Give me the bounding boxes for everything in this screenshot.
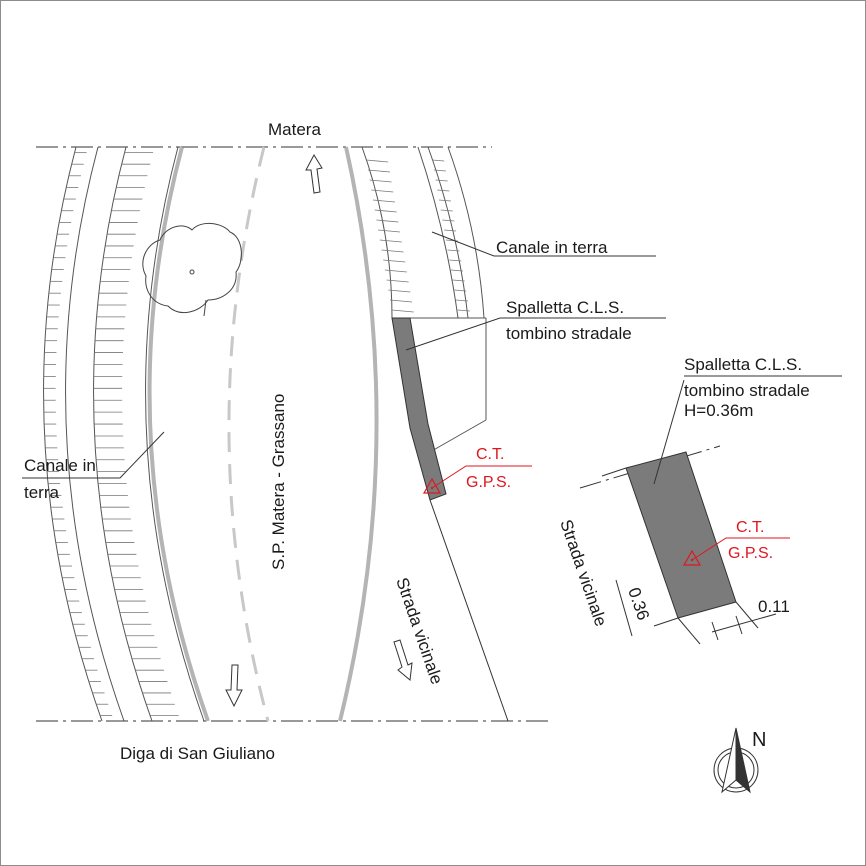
detail-gps-leader <box>691 537 790 561</box>
canal-hatch-tick <box>449 259 462 262</box>
right-canal-edge <box>417 146 459 319</box>
dim-extension <box>735 601 759 629</box>
dim-line-length <box>615 579 633 637</box>
canal-hatch-tick <box>367 169 390 173</box>
road-centerline <box>227 146 270 722</box>
canal-hatch-tick <box>437 189 450 192</box>
right-canal <box>361 146 487 453</box>
dim-extension <box>653 617 679 627</box>
gps-leader <box>431 465 532 489</box>
canal-hatch-tick <box>376 219 399 223</box>
right-canal-edge <box>361 146 393 319</box>
detail-height-label: H=0.36m <box>684 401 753 420</box>
left-canal-edge <box>93 146 153 722</box>
canal-hatch-tick <box>372 199 396 203</box>
gps-label-line2: G.P.S. <box>466 474 511 491</box>
detail-gps-label-line1: C.T. <box>736 519 764 536</box>
dim-line-width <box>711 613 777 633</box>
tree-canopy <box>142 223 242 314</box>
canal-hatch-tick <box>455 299 469 302</box>
canal-label-right: Canale in terra <box>496 238 608 257</box>
canal-label-left-line1: Canale in <box>24 456 96 475</box>
leader-wall <box>405 317 666 351</box>
wall-label-line1: Spalletta C.L.S. <box>506 298 624 317</box>
canal-hatch-tick <box>378 229 401 233</box>
canal-hatch-tick <box>391 309 414 313</box>
detail-wall-label-line2: tombino stradale <box>684 381 810 400</box>
left-canal-hatching <box>43 152 113 716</box>
dim-extension <box>601 467 627 477</box>
traffic-arrows <box>225 153 413 708</box>
north-label: N <box>752 729 766 751</box>
gps-label-line1: C.T. <box>476 446 504 463</box>
detail-dimension-lines <box>601 467 777 645</box>
canal-hatch-tick <box>386 279 409 283</box>
detail-wall-label-line1: Spalletta C.L.S. <box>684 355 802 374</box>
direction-label-top: Matera <box>268 120 321 139</box>
canal-hatch-tick <box>452 279 465 282</box>
detail-wall-leader <box>653 379 685 485</box>
dim-extension <box>677 617 701 645</box>
north-arrow: N <box>713 727 766 794</box>
tree-mark <box>203 299 207 317</box>
traffic-arrow-down-icon <box>225 664 243 708</box>
canal-hatch-tick <box>435 179 448 182</box>
left-canal-edge <box>65 146 125 722</box>
north-arrow-right-half-icon <box>735 727 751 794</box>
road-edge-right <box>338 146 379 722</box>
canal-hatch-tick <box>433 169 446 172</box>
left-canal-outer-edge <box>43 146 103 722</box>
dim-tick <box>735 615 743 635</box>
canal-hatch-tick <box>442 219 455 222</box>
culvert-wall <box>391 317 447 501</box>
traffic-arrow-side-icon <box>393 639 413 681</box>
canal-hatch-tick <box>438 199 452 202</box>
canal-hatch-tick <box>379 239 402 243</box>
wall-label-line2: tombino stradale <box>506 324 632 343</box>
canal-hatch-tick <box>444 229 457 232</box>
dim-tick <box>711 621 719 641</box>
canal-hatch-tick <box>384 269 407 273</box>
right-canal-edge <box>447 146 485 319</box>
canal-hatch-tick <box>432 159 445 162</box>
left-canal-inner-edge <box>145 146 205 722</box>
canal-hatch-tick <box>457 309 470 312</box>
canal-hatch-tick <box>371 189 394 193</box>
canal-hatch-tick <box>374 209 397 213</box>
leader-canal-left <box>22 431 165 479</box>
left-canal <box>43 146 205 722</box>
tree-symbol <box>142 223 242 317</box>
canal-hatch-tick <box>440 209 453 212</box>
road-name-label: S.P. Matera - Grassano <box>269 394 288 570</box>
detail-gps-label-line2: G.P.S. <box>728 545 773 562</box>
detail-dim-width: 0.11 <box>758 597 790 616</box>
left-canal-hatching <box>93 152 179 716</box>
right-canal-edge <box>427 146 469 319</box>
canal-hatch-tick <box>389 299 413 303</box>
canal-hatch-tick <box>388 289 411 293</box>
road-edge-left <box>147 146 210 722</box>
right-canal-hatching <box>366 159 470 313</box>
canal-hatch-tick <box>366 159 389 163</box>
canal-hatch-tick <box>381 249 404 253</box>
traffic-arrow-up-icon <box>305 153 323 194</box>
canal-hatch-tick <box>383 259 406 263</box>
canal-hatch-tick <box>369 179 392 183</box>
culvert-bottom-edge <box>429 419 487 453</box>
gps-marker-main: C.T. G.P.S. <box>422 446 532 494</box>
leader-canal-right <box>431 231 656 257</box>
canal-hatch-tick <box>450 269 463 272</box>
canal-hatch-tick <box>447 249 460 252</box>
leaders <box>22 231 666 479</box>
side-road-edge <box>429 499 509 722</box>
canal-label-left-line2: terra <box>24 483 60 502</box>
direction-label-bottom: Diga di San Giuliano <box>120 744 275 763</box>
tree-trunk <box>189 269 195 275</box>
canal-hatch-tick <box>454 289 467 292</box>
